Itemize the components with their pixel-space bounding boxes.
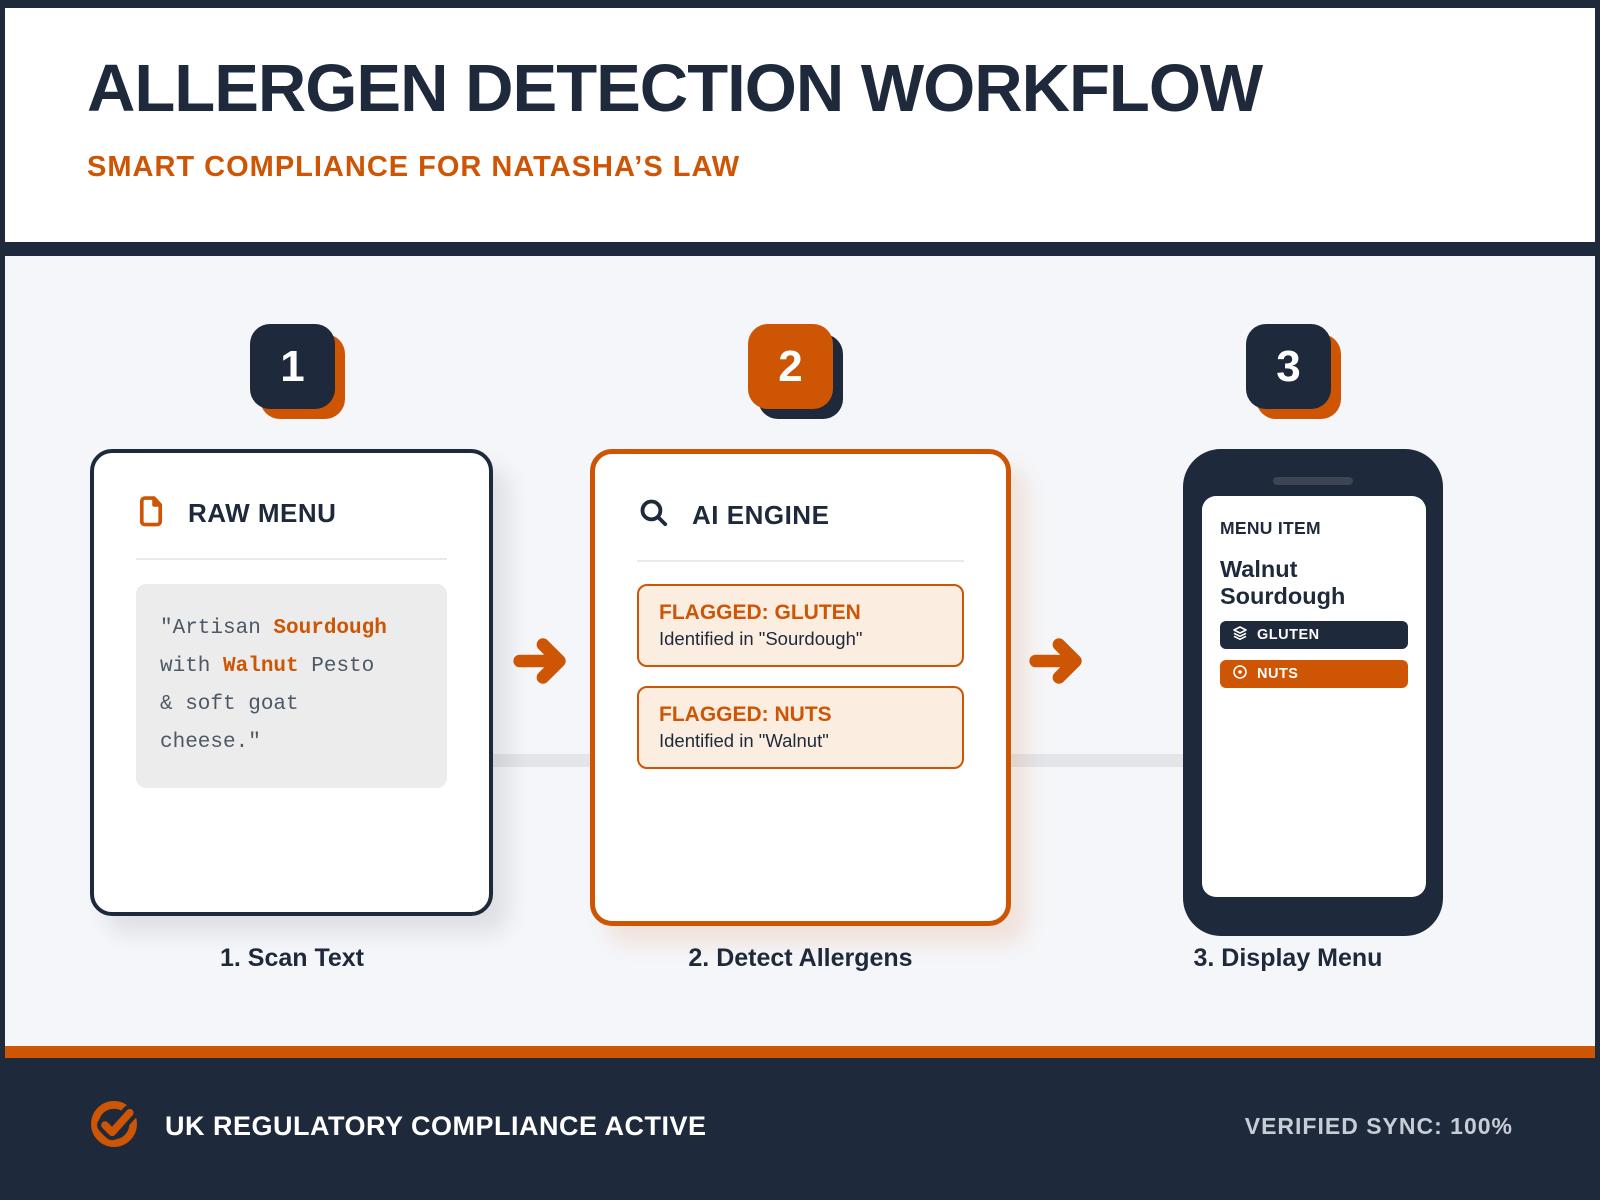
menu-item-label: MENU ITEM (1220, 518, 1321, 538)
layers-icon (1232, 625, 1248, 645)
card-divider (136, 558, 447, 560)
highlighted-allergen-word: Walnut (223, 655, 299, 678)
raw-menu-card: RAW MENU "Artisan Sourdough with Walnut … (90, 449, 493, 916)
flag-detail: Identified in "Sourdough" (659, 628, 863, 649)
flag-detail: Identified in "Walnut" (659, 730, 829, 751)
header-divider (5, 242, 1595, 256)
raw-menu-card-header: RAW MENU (136, 495, 447, 532)
page-title: ALLERGEN DETECTION WORKFLOW (87, 51, 1263, 126)
flow-arrow-icon (510, 630, 572, 697)
step-2-label: 2. Detect Allergens (688, 944, 913, 972)
phone-speaker (1273, 477, 1353, 485)
ai-engine-card: AI ENGINE FLAGGED: GLUTEN Identified in … (590, 449, 1011, 926)
gluten-tag-label: GLUTEN (1257, 627, 1320, 643)
menu-text-line: "Artisan Sourdough (160, 617, 387, 640)
step-1-number: 1 (280, 341, 305, 391)
workflow-canvas: 1 2 3 RAW MENU "Artisan Sourdough (5, 256, 1595, 1046)
alert-circle-icon (1232, 664, 1248, 684)
flagged-allergen-gluten: FLAGGED: GLUTEN Identified in "Sourdough… (637, 584, 964, 667)
step-3-label: 3. Display Menu (1193, 944, 1383, 972)
step-3-badge: 3 (1246, 324, 1331, 409)
ai-engine-card-header: AI ENGINE (637, 496, 964, 534)
flow-arrow-icon (1026, 630, 1088, 697)
nuts-tag-label: NUTS (1257, 666, 1299, 682)
page-subtitle: SMART COMPLIANCE FOR NATASHA’S LAW (87, 151, 741, 183)
card-divider (637, 560, 964, 562)
step-1-label: 1. Scan Text (219, 944, 365, 972)
step-3-number: 3 (1276, 341, 1301, 391)
check-circle-icon (87, 1097, 141, 1156)
footer-status-group: UK REGULATORY COMPLIANCE ACTIVE (87, 1097, 707, 1156)
step-1-badge: 1 (250, 324, 335, 409)
footer: UK REGULATORY COMPLIANCE ACTIVE VERIFIED… (5, 1058, 1595, 1195)
flagged-allergen-nuts: FLAGGED: NUTS Identified in "Walnut" (637, 686, 964, 769)
compliance-status-text: UK REGULATORY COMPLIANCE ACTIVE (165, 1111, 707, 1141)
step-2-number: 2 (778, 341, 803, 391)
search-icon (637, 496, 670, 534)
highlighted-allergen-word: Sourdough (273, 617, 387, 640)
flag-title: FLAGGED: GLUTEN (659, 601, 861, 624)
raw-menu-text: "Artisan Sourdough with Walnut Pesto & s… (136, 584, 447, 788)
phone-screen: MENU ITEM Walnut Sourdough GLUTEN (1202, 496, 1426, 897)
ai-engine-card-title: AI ENGINE (692, 499, 830, 530)
flag-title: FLAGGED: NUTS (659, 703, 832, 726)
verified-sync-text: VERIFIED SYNC: 100% (1244, 1113, 1513, 1139)
menu-text-line: cheese." (160, 731, 261, 754)
step-2-badge: 2 (748, 324, 833, 409)
menu-text-line: & soft goat (160, 693, 299, 716)
document-icon (136, 495, 166, 532)
menu-text-line: with Walnut Pesto (160, 655, 375, 678)
raw-menu-card-title: RAW MENU (188, 498, 337, 528)
gluten-tag: GLUTEN (1220, 621, 1408, 649)
footer-accent-bar (5, 1046, 1595, 1058)
phone-mockup: MENU ITEM Walnut Sourdough GLUTEN (1183, 449, 1443, 936)
nuts-tag: NUTS (1220, 660, 1408, 688)
header: ALLERGEN DETECTION WORKFLOW SMART COMPLI… (5, 8, 1595, 242)
menu-item-name: Walnut Sourdough (1220, 556, 1346, 609)
